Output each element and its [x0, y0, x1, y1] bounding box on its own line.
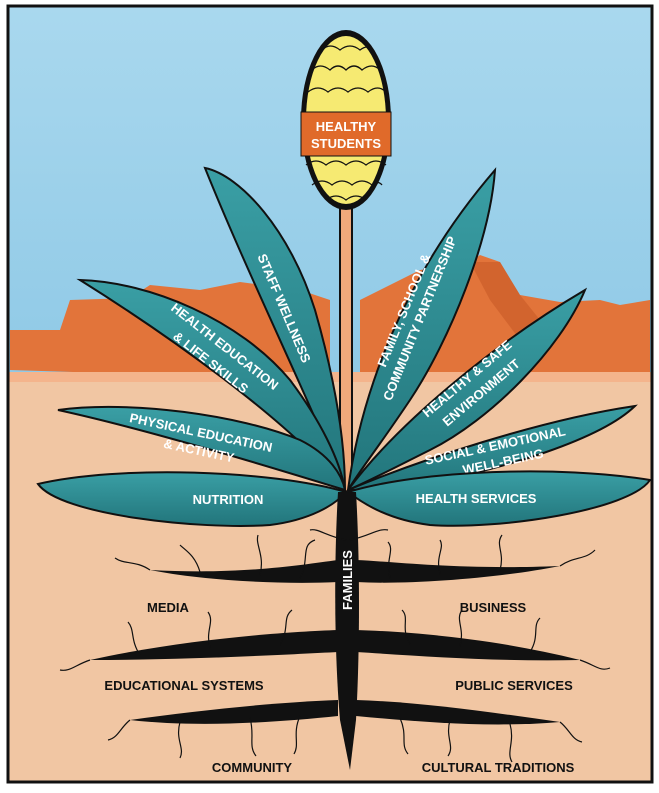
root-label-public-services: PUBLIC SERVICES: [455, 678, 573, 693]
leaf-label-health-services: HEALTH SERVICES: [416, 491, 537, 506]
root-label-media: MEDIA: [147, 600, 190, 615]
flower-label-line1: HEALTHY: [316, 119, 377, 134]
root-label-business: BUSINESS: [460, 600, 527, 615]
flower-label-line2: STUDENTS: [311, 136, 381, 151]
leaf-label-nutrition: NUTRITION: [193, 492, 264, 507]
root-label-cultural-traditions: CULTURAL TRADITIONS: [422, 760, 575, 775]
stem-label-families: FAMILIES: [340, 550, 355, 610]
root-label-community: COMMUNITY: [212, 760, 292, 775]
root-label-educational-systems: EDUCATIONAL SYSTEMS: [104, 678, 263, 693]
